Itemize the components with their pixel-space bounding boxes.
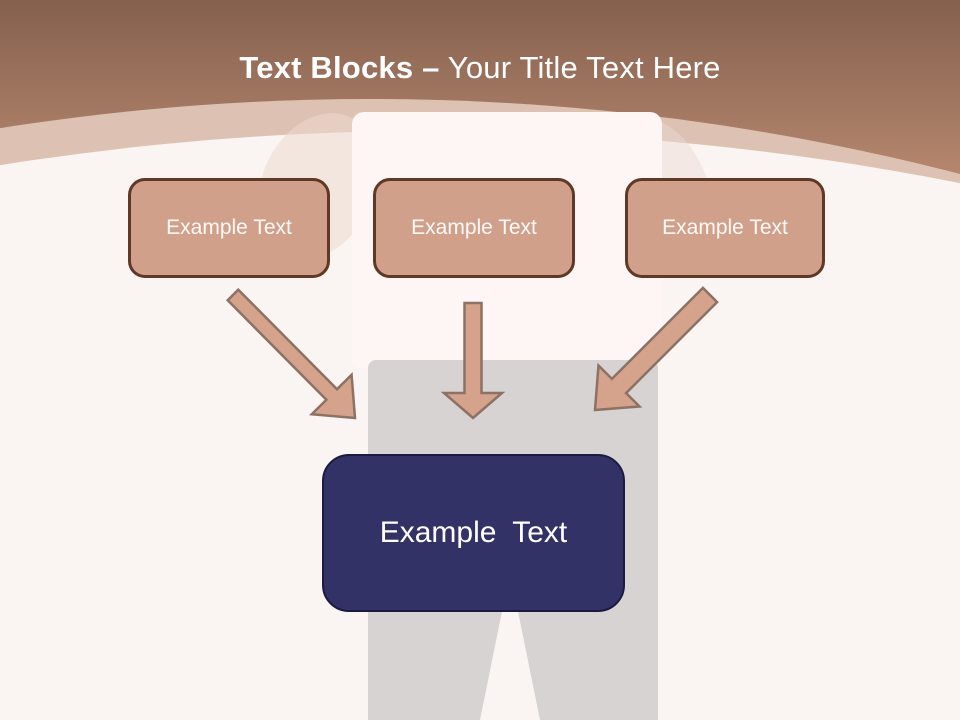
- text-block-3: Example Text: [625, 178, 825, 278]
- result-block: Example Text: [322, 454, 625, 612]
- result-block-label: Example Text: [379, 516, 568, 549]
- text-block-3-label: Example Text: [662, 216, 788, 239]
- text-block-2: Example Text: [373, 178, 575, 278]
- slide-title-rest: Your Title Text Here: [447, 50, 721, 85]
- slide-title: Text Blocks – Your Title Text Here: [0, 50, 960, 86]
- text-block-2-label: Example Text: [411, 216, 537, 239]
- text-block-1-label: Example Text: [166, 216, 292, 239]
- text-block-1: Example Text: [128, 178, 330, 278]
- slide-title-bold: Text Blocks –: [239, 50, 440, 85]
